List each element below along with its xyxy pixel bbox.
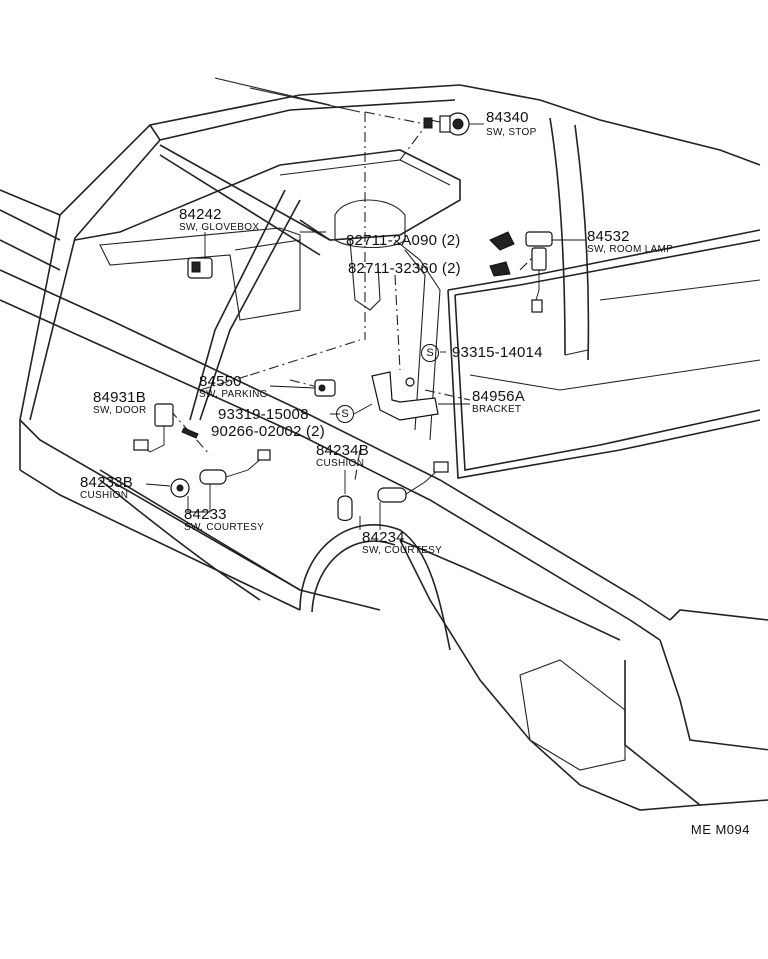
label-84242-desc: SW, GLOVEBOX (179, 222, 260, 233)
screw-part (181, 427, 199, 439)
parking-switch-part (269, 379, 336, 397)
label-84931b-desc: SW, DOOR (93, 405, 147, 416)
glovebox-switch-part (187, 232, 213, 279)
s-symbol-marker-lower: S (336, 405, 354, 423)
bracket-part (371, 371, 470, 421)
courtesy-switch-part-right (359, 461, 449, 530)
cushion-part (337, 470, 353, 522)
label-84234b-number: 84234B (316, 442, 369, 459)
label-84234-desc: SW, COURTESY (362, 545, 443, 556)
label-84550-number: 84550 (199, 373, 242, 390)
label-84532-desc: SW, ROOM LAMP (587, 244, 674, 255)
label-84233-number: 84233 (184, 506, 227, 523)
cushion-part-b (145, 478, 190, 498)
label-84532-number: 84532 (587, 228, 630, 245)
label-90266-02002: 90266-02002 (2) (211, 423, 325, 440)
label-84242-number: 84242 (179, 206, 222, 223)
courtesy-switch-part-left (187, 449, 271, 513)
label-93319-15008: 93319-15008 (218, 406, 309, 423)
label-84233-desc: SW, COURTESY (184, 522, 265, 533)
label-84234b-desc: CUSHION (316, 458, 365, 469)
label-93315-14014: 93315-14014 (452, 344, 543, 361)
label-84956a-number: 84956A (472, 388, 525, 405)
room-lamp-switch-part (525, 231, 585, 313)
label-84234-number: 84234 (362, 529, 405, 546)
label-84233b-number: 84233B (80, 474, 133, 491)
label-84956a-desc: BRACKET (472, 404, 522, 415)
label-82711-2a090: 82711-2A090 (2) (346, 232, 461, 249)
diagram-code: ME M094 (690, 822, 750, 837)
label-84550-desc: SW, PARKING (199, 389, 268, 400)
label-84931b-number: 84931B (93, 389, 146, 406)
door-switch-part (133, 403, 174, 453)
label-84340-desc: SW, STOP (486, 127, 537, 138)
label-84233b-desc: CUSHION (80, 490, 129, 501)
clamp-part-a (489, 231, 515, 251)
clamp-part-b (489, 261, 511, 277)
stop-switch-part (423, 112, 484, 136)
label-84340-number: 84340 (486, 109, 529, 126)
label-82711-32360: 82711-32360 (2) (348, 260, 461, 277)
s-symbol-marker-upper: S (421, 344, 439, 362)
